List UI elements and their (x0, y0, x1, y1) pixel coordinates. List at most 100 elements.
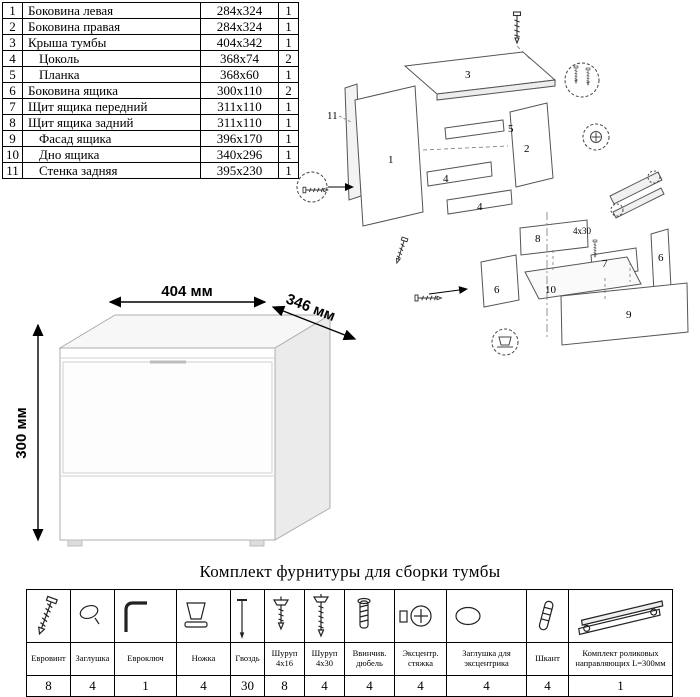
hardware-qty: 8 (264, 675, 305, 697)
part-name: Фасад ящика (22, 130, 201, 147)
drawer-slide-rail-upper (609, 171, 663, 205)
table-row: 10 Дно ящика 340х296 1 (2, 146, 299, 163)
part-label: 2 (524, 143, 530, 155)
nail-icon (230, 589, 265, 643)
screw-icon (414, 294, 442, 302)
part-name: Дно ящика (22, 146, 201, 163)
detail-callout-circle (564, 62, 600, 98)
part-name: Боковина ящика (22, 82, 201, 99)
hardware-qty: 4 (70, 675, 115, 697)
screw-size-note: 4х30 (573, 226, 592, 236)
hardware-name: Заглушка (70, 642, 115, 676)
part-name: Щит ящика передний (22, 98, 201, 115)
part-size: 311х110 (200, 98, 279, 115)
cabinet-foot (67, 539, 83, 547)
part-name: Планка (22, 66, 201, 83)
part-number: 4 (2, 50, 23, 67)
hardware-qty: 4 (526, 675, 569, 697)
width-dimension-label: 404 мм (161, 283, 212, 300)
part-label: 1 (388, 154, 394, 166)
exploded-part-planka (444, 119, 505, 140)
exploded-part-drawer-back (519, 219, 589, 256)
part-size: 396х170 (200, 130, 279, 147)
exploded-part-right-side (509, 102, 554, 188)
hex-key-icon (114, 589, 177, 643)
part-qty: 1 (278, 66, 299, 83)
hardware-name: Ножка (176, 642, 231, 676)
exploded-part-left-side (354, 85, 424, 227)
hardware-icons-row (26, 589, 673, 643)
depth-dimension-arrow (271, 305, 357, 341)
confirmat-screw-icon (26, 589, 71, 643)
part-number: 1 (2, 2, 23, 19)
bolt-icon (573, 65, 579, 84)
hardware-qty: 4 (446, 675, 527, 697)
part-label: 10 (545, 284, 557, 296)
drawer-slide-rail-lower (612, 187, 665, 219)
part-size: 300х110 (200, 82, 279, 99)
height-dimension-label: 300 мм (13, 407, 30, 458)
parts-list-table: 1 Боковина левая 284х324 1 2 Боковина пр… (2, 2, 299, 179)
part-size: 284х324 (200, 2, 279, 19)
part-label: 5 (508, 123, 514, 135)
confirmat-detail-icon (302, 186, 329, 194)
part-name: Боковина правая (22, 18, 201, 35)
hardware-qty: 1 (114, 675, 177, 697)
hardware-name: Заглушка для эксцентрика (446, 642, 527, 676)
hardware-name: Эксцентр. стяжка (394, 642, 447, 676)
table-row: 4 Цоколь 368х74 2 (2, 50, 299, 67)
part-label: 9 (626, 309, 632, 321)
bolt-icon (585, 67, 591, 86)
part-number: 10 (2, 146, 23, 163)
cap-icon (70, 589, 115, 643)
hardware-qty: 1 (568, 675, 673, 697)
exploded-part-drawer-facade (560, 282, 689, 346)
part-size: 368х74 (200, 50, 279, 67)
hardware-name: Комплект роликовых направляющих L=300мм (568, 642, 673, 676)
hardware-kit-table: Евровинт Заглушка Евроключ Ножка Гвоздь … (26, 589, 673, 697)
drawer-front-panel (62, 361, 273, 474)
part-label: 6 (494, 284, 500, 296)
part-name: Щит ящика задний (22, 114, 201, 131)
exploded-part-top-edge (436, 79, 556, 101)
part-number: 6 (2, 82, 23, 99)
part-label: 4 (443, 173, 449, 185)
cabinet-foot (249, 539, 265, 547)
part-number: 9 (2, 130, 23, 147)
part-label: 6 (658, 252, 664, 264)
part-size: 340х296 (200, 146, 279, 163)
exploded-view-diagram: 1 2 3 4 4 5 6 6 7 8 9 10 11 4х30 (296, 11, 689, 356)
foot-icon (176, 589, 231, 643)
foot-detail-icon (497, 336, 513, 348)
part-qty: 1 (278, 98, 299, 115)
part-name: Стенка задняя (22, 162, 201, 179)
hardware-name: Шкант (526, 642, 569, 676)
part-label: 11 (327, 110, 338, 122)
table-row: 2 Боковина правая 284х324 1 (2, 18, 299, 35)
exploded-part-drawer-bottom (524, 256, 642, 300)
table-row: 5 Планка 368х60 1 (2, 66, 299, 83)
cam-cap-icon (446, 589, 527, 643)
cam-lock-icon (394, 589, 447, 643)
hardware-name: Шуруп 4х16 (264, 642, 305, 676)
hardware-kit-title: Комплект фурнитуры для сборки тумбы (199, 562, 501, 581)
hardware-qty: 4 (304, 675, 345, 697)
detail-callout-circle (610, 203, 624, 217)
detail-callout-circle (296, 171, 328, 203)
part-number: 3 (2, 34, 23, 51)
hardware-name: Евроключ (114, 642, 177, 676)
part-size: 368х60 (200, 66, 279, 83)
part-number: 5 (2, 66, 23, 83)
exploded-part-drawer-side-left (480, 254, 520, 308)
part-qty: 1 (278, 162, 299, 179)
screw-long-icon (304, 589, 345, 643)
hardware-name: Ввинчив. дюбель (344, 642, 395, 676)
hardware-qty-row: 8 4 1 4 30 8 4 4 4 4 4 1 (26, 675, 673, 697)
screw-short-icon (264, 589, 305, 643)
drawer-slides-icon (568, 589, 673, 643)
part-number: 11 (2, 162, 23, 179)
hardware-qty: 4 (176, 675, 231, 697)
wooden-dowel-icon (526, 589, 569, 643)
part-size: 404х342 (200, 34, 279, 51)
